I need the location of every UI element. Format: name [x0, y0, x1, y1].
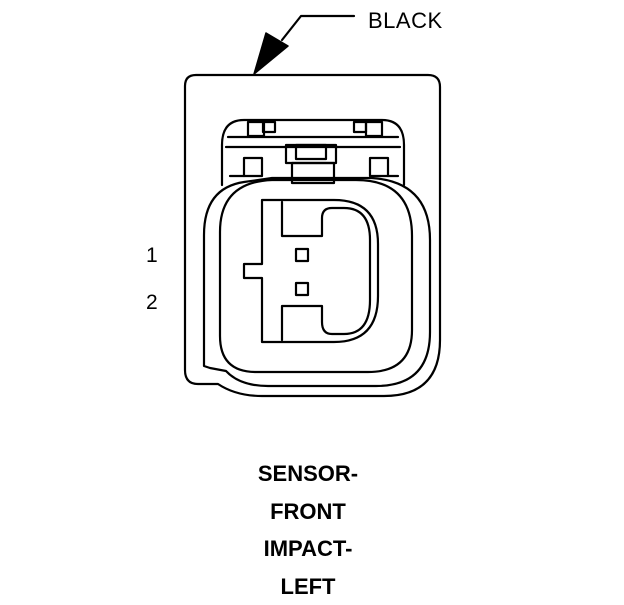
pin-2-label: 2	[146, 291, 158, 315]
connector-color-label: BLACK	[368, 8, 443, 34]
locking-latch	[222, 120, 404, 185]
connector-name-line-4: LEFT	[0, 568, 624, 605]
connector-name-line-2: FRONT	[0, 493, 624, 531]
terminal-cavity	[244, 200, 378, 342]
connector-name-line-1: SENSOR-	[0, 455, 624, 493]
connector-name-line-3: IMPACT-	[0, 530, 624, 568]
connector-housing-inner	[204, 178, 430, 386]
cavity-recess	[220, 180, 412, 372]
pin-2-terminal	[296, 283, 308, 295]
color-callout-leader	[254, 16, 354, 74]
connector-name-block: SENSOR- FRONT IMPACT- LEFT	[0, 455, 624, 605]
pin-1-terminal	[296, 249, 308, 261]
pin-1-label: 1	[146, 244, 158, 268]
